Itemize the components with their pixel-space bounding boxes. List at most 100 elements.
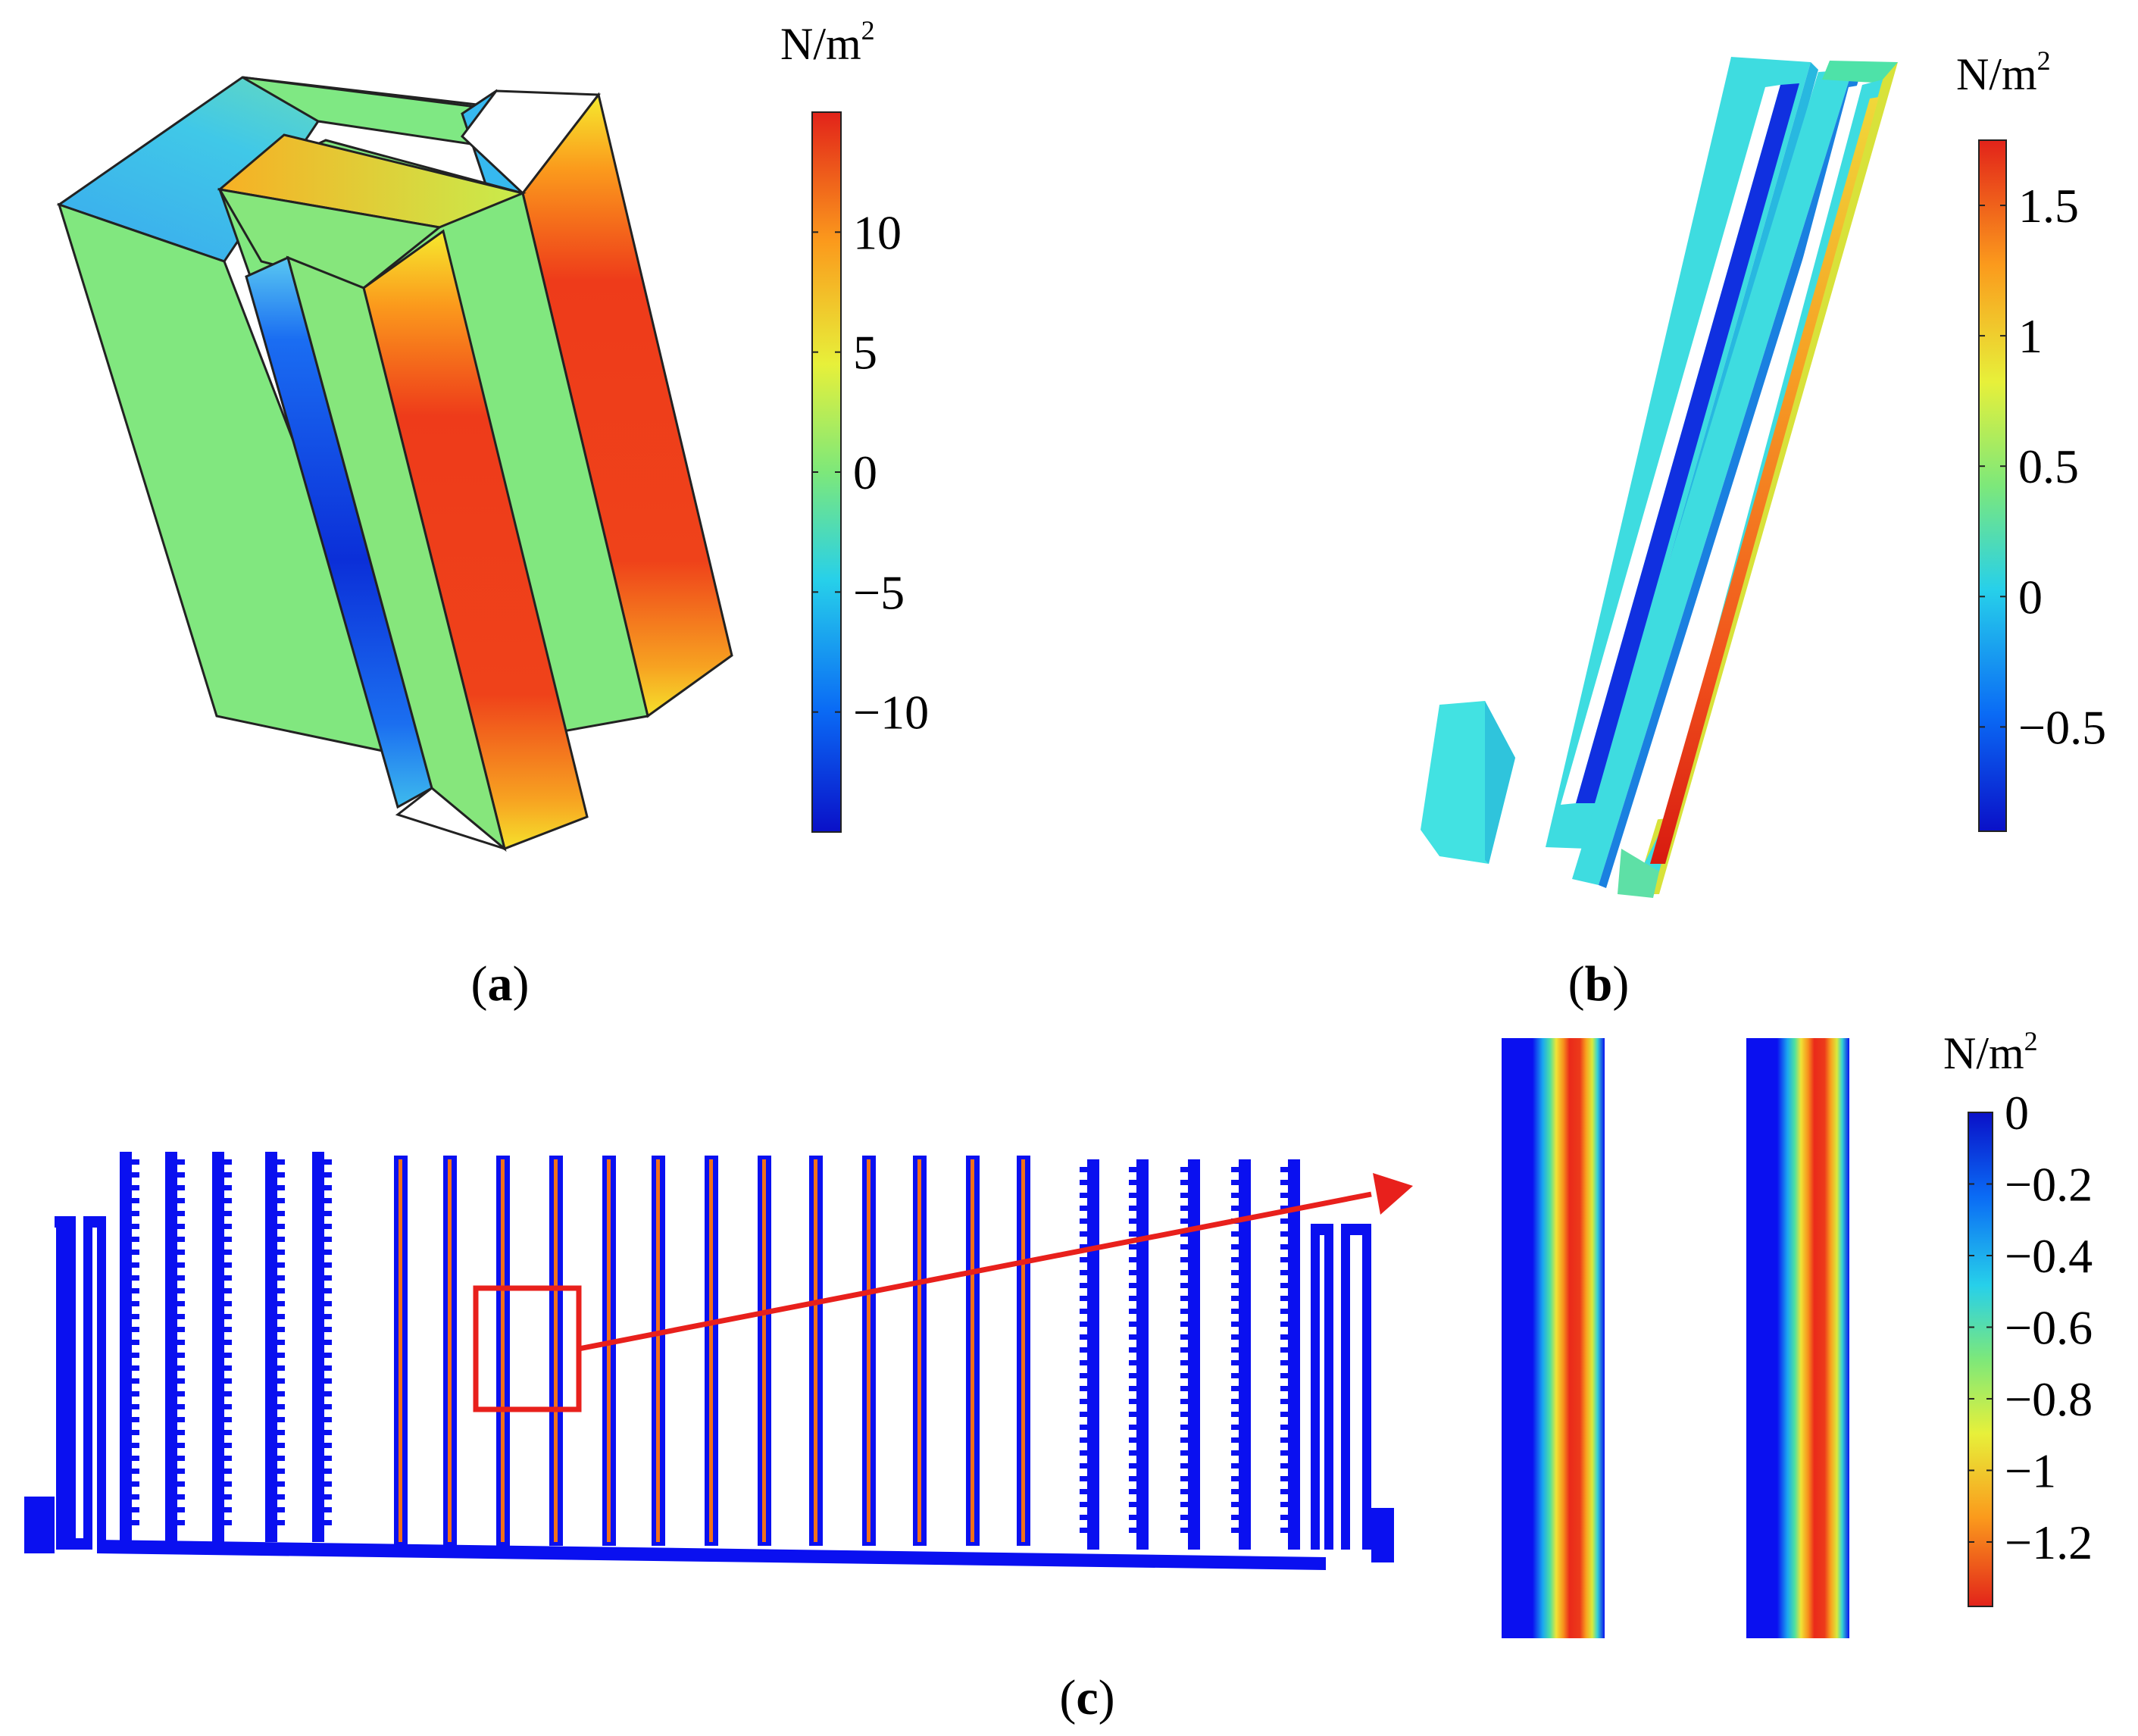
c-finger-tooth (132, 1391, 139, 1397)
c-finger-stress-line (917, 1159, 921, 1542)
c-finger-tooth (1129, 1489, 1136, 1494)
colorbar-b-tick-label: 1.5 (2018, 179, 2079, 233)
c-finger-tooth (277, 1172, 285, 1178)
c-finger-tooth (224, 1378, 232, 1384)
c-finger-tooth (177, 1159, 185, 1165)
c-finger-tooth (177, 1301, 185, 1306)
c-finger-tooth (1180, 1450, 1188, 1456)
c-finger-tooth (1231, 1412, 1239, 1417)
c-finger-tooth (132, 1404, 139, 1409)
b-left-beam-slot (1561, 85, 1780, 805)
c-finger-tooth (1080, 1309, 1087, 1314)
c-finger-tooth (224, 1301, 232, 1306)
c-finger-tooth (1231, 1347, 1239, 1353)
c-finger-tooth (324, 1494, 332, 1500)
c-finger-tooth (177, 1443, 185, 1448)
c-finger-tooth (132, 1340, 139, 1345)
c-finger-tooth (177, 1481, 185, 1487)
c-finger-tooth (132, 1365, 139, 1371)
c-finger-tooth (132, 1250, 139, 1255)
c-toothed-finger (312, 1152, 324, 1542)
c-left-anchor (24, 1497, 55, 1553)
c-finger-tooth (177, 1494, 185, 1500)
c-finger-tooth (224, 1340, 232, 1345)
c-finger-tooth (1080, 1296, 1087, 1301)
c-finger-tooth (1129, 1412, 1136, 1417)
c-finger-tooth (224, 1198, 232, 1203)
c-finger-tooth (224, 1250, 232, 1255)
c-finger-stress-line (554, 1159, 558, 1542)
c-finger-tooth (1231, 1399, 1239, 1404)
c-finger-tooth (1180, 1334, 1188, 1340)
c-finger-tooth (177, 1378, 185, 1384)
c-finger-tooth (132, 1237, 139, 1242)
c-finger-tooth (1129, 1386, 1136, 1391)
c-finger-tooth (224, 1224, 232, 1229)
c-finger-tooth (1280, 1528, 1288, 1533)
c-finger-tooth (1180, 1515, 1188, 1520)
c-zoom-stripe-left (1502, 1038, 1605, 1638)
c-finger-tooth (277, 1198, 285, 1203)
c-base-beam (97, 1540, 1326, 1570)
b-right-beam-red (1650, 97, 1879, 864)
c-finger-tooth (1080, 1489, 1087, 1494)
c-finger-tooth (1280, 1193, 1288, 1198)
c-finger-tooth (1280, 1515, 1288, 1520)
c-finger-tooth (1129, 1206, 1136, 1211)
c-finger-tooth (277, 1443, 285, 1448)
c-callout-arrow-line (578, 1191, 1372, 1352)
c-finger-tooth (177, 1365, 185, 1371)
c-finger-tooth (132, 1262, 139, 1268)
c-finger-stress-line (448, 1159, 452, 1542)
c-finger-tooth (1180, 1270, 1188, 1275)
c-finger-tooth (277, 1185, 285, 1190)
c-finger-tooth (1231, 1334, 1239, 1340)
c-finger-tooth (1180, 1528, 1188, 1533)
c-finger-tooth (324, 1301, 332, 1306)
c-finger-tooth (324, 1469, 332, 1474)
c-finger-tooth (132, 1185, 139, 1190)
c-finger-stress-line (814, 1159, 817, 1542)
c-finger-tooth (277, 1507, 285, 1512)
c-finger-tooth (277, 1250, 285, 1255)
c-finger-tooth (224, 1275, 232, 1281)
colorbar-c-tick-label: 0 (2005, 1086, 2029, 1140)
c-finger-tooth (324, 1378, 332, 1384)
c-finger-tooth (224, 1391, 232, 1397)
c-finger-tooth (1080, 1206, 1087, 1211)
panel-a-model (56, 76, 733, 852)
c-finger-tooth (277, 1520, 285, 1525)
colorbar-c-tick-label: −0.2 (2005, 1157, 2093, 1211)
c-finger-tooth (224, 1417, 232, 1422)
c-finger-tooth (224, 1469, 232, 1474)
c-finger-tooth (277, 1481, 285, 1487)
c-toothed-finger (1239, 1159, 1251, 1550)
b-blue-inner-wall (1576, 83, 1799, 803)
b-middle-beam-edge (1599, 70, 1860, 888)
c-finger-tooth (177, 1430, 185, 1435)
c-finger-tooth (324, 1443, 332, 1448)
c-finger-tooth (324, 1159, 332, 1165)
c-finger-tooth (1280, 1206, 1288, 1211)
c-finger-tooth (1080, 1283, 1087, 1288)
c-finger-tooth (177, 1340, 185, 1345)
colorbar-a-tick-label: 0 (853, 446, 877, 499)
c-finger-tooth (324, 1430, 332, 1435)
c-finger-tooth (1280, 1399, 1288, 1404)
c-finger-tooth (1080, 1347, 1087, 1353)
c-finger-tooth (324, 1353, 332, 1358)
c-finger-tooth (324, 1211, 332, 1216)
c-finger-tooth (1231, 1206, 1239, 1211)
c-finger-tooth (177, 1456, 185, 1461)
c-finger-tooth (1129, 1283, 1136, 1288)
c-toothed-finger (1087, 1159, 1099, 1550)
c-finger-tooth (1080, 1167, 1087, 1172)
a-front-green-strip (286, 255, 507, 852)
c-finger-tooth (1231, 1193, 1239, 1198)
c-finger-tooth (1080, 1399, 1087, 1404)
colorbar-c-tick-label: −0.4 (2005, 1229, 2093, 1283)
c-finger-tooth (277, 1365, 285, 1371)
c-finger-tooth (324, 1198, 332, 1203)
c-finger-tooth (1180, 1309, 1188, 1314)
c-finger-tooth (224, 1404, 232, 1409)
